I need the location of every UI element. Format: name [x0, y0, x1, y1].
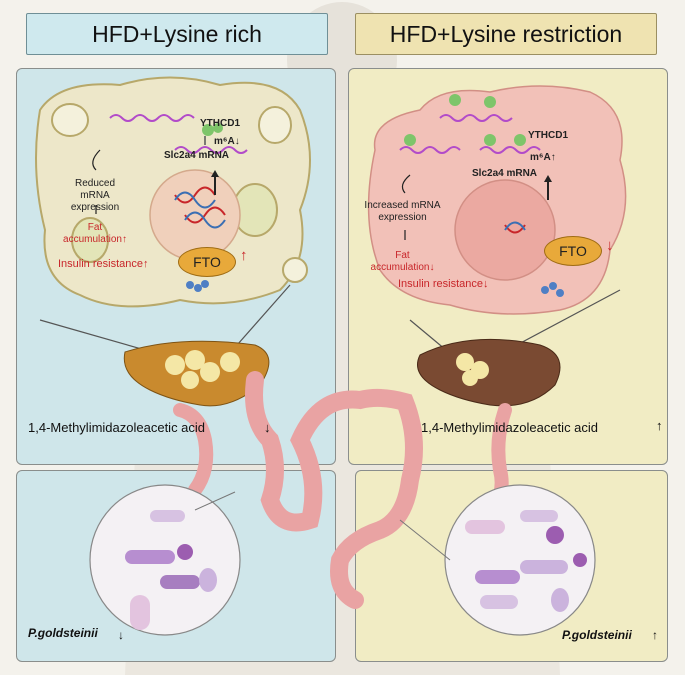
right-ythdc1 [449, 94, 461, 106]
right-fto: FTO [544, 236, 602, 266]
right-bacteria-arrow: ↑ [652, 628, 658, 642]
left-mrna-label: Slc2a4 mRNA [164, 150, 230, 161]
left-mrna-strand [109, 114, 195, 122]
right-ythdc1 [484, 134, 496, 146]
left-ythdc1 [202, 124, 214, 136]
left-fat-droplet [282, 257, 308, 283]
right-ythdc1 [514, 134, 526, 146]
left-fto: FTO [178, 247, 236, 277]
left-dna [184, 211, 226, 229]
left-bacteria-label: P.goldsteinii [28, 626, 98, 640]
right-mrna-label: Slc2a4 mRNA [472, 168, 538, 179]
right-insulin-label: Insulin resistance↓ [398, 278, 489, 290]
left-acid-arrow: ↓ [264, 420, 271, 435]
left-fat-droplet [258, 106, 292, 144]
right-mrna-strand [439, 114, 513, 122]
left-stomach [173, 403, 214, 497]
right-acid-arrow: ↑ [656, 418, 663, 433]
left-ythdc1 [213, 123, 223, 133]
right-title: HFD+Lysine restriction [355, 13, 657, 55]
right-bacteria-label: P.goldsteinii [562, 628, 632, 642]
right-fto-arrow: ↓ [606, 237, 614, 254]
right-ythdc1-label: YTHCD1 [528, 130, 569, 141]
left-ythdc1-label: YTHCD1 [200, 118, 241, 129]
left-fat-droplet [71, 217, 109, 263]
right-dna [504, 221, 526, 231]
left-title: HFD+Lysine rich [26, 13, 328, 55]
intestine [245, 371, 423, 609]
left-fto-arrow: ↑ [240, 247, 248, 264]
left-m6a-label: m⁶A↓ [214, 136, 240, 147]
right-liver [417, 338, 561, 407]
right-microbiome-circle [444, 484, 596, 636]
right-m6a-label: m⁶A↑ [530, 152, 556, 163]
right-mrna-strand [399, 146, 461, 154]
left-insulin-label: Insulin resistance↑ [58, 258, 149, 270]
right-ythdc1 [484, 96, 496, 108]
left-mrna-strand [174, 146, 248, 154]
left-fat-droplet [51, 103, 89, 137]
right-acid-label: 1,4-Methylimidazoleacetic acid [421, 420, 599, 435]
right-mrna-strand [479, 146, 541, 154]
left-nucleus [149, 169, 241, 261]
right-ythdc1 [404, 134, 416, 146]
left-dna [174, 186, 216, 204]
left-dna [184, 206, 226, 224]
left-acid-label: 1,4-Methylimidazoleacetic acid [28, 420, 206, 435]
left-bacteria-arrow: ↓ [118, 628, 124, 642]
left-dna [174, 191, 216, 209]
